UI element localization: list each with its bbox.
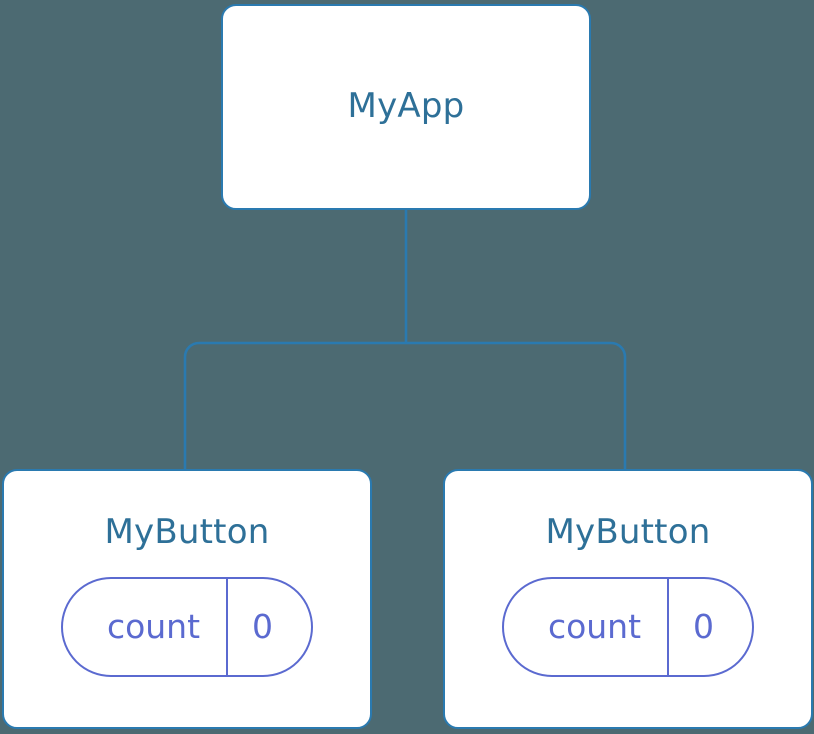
tree-node-mybutton-2[interactable]: MyButton count 0 bbox=[443, 469, 813, 729]
state-value: 0 bbox=[252, 607, 274, 647]
edge-root-to-left-child bbox=[183, 341, 406, 470]
node-title: MyButton bbox=[104, 512, 270, 552]
state-key: count bbox=[547, 607, 642, 647]
tree-node-mybutton-1[interactable]: MyButton count 0 bbox=[2, 469, 372, 729]
state-key: count bbox=[106, 607, 201, 647]
edge-root-to-right-child bbox=[406, 341, 627, 470]
node-title: MyApp bbox=[347, 86, 465, 127]
state-pill-divider bbox=[226, 578, 229, 675]
tree-node-myapp[interactable]: MyApp bbox=[221, 4, 591, 210]
state-pill-divider bbox=[667, 578, 670, 675]
state-pill[interactable]: count 0 bbox=[60, 576, 314, 677]
state-value: 0 bbox=[693, 607, 715, 647]
state-pill[interactable]: count 0 bbox=[501, 576, 755, 677]
node-title: MyButton bbox=[545, 512, 711, 552]
